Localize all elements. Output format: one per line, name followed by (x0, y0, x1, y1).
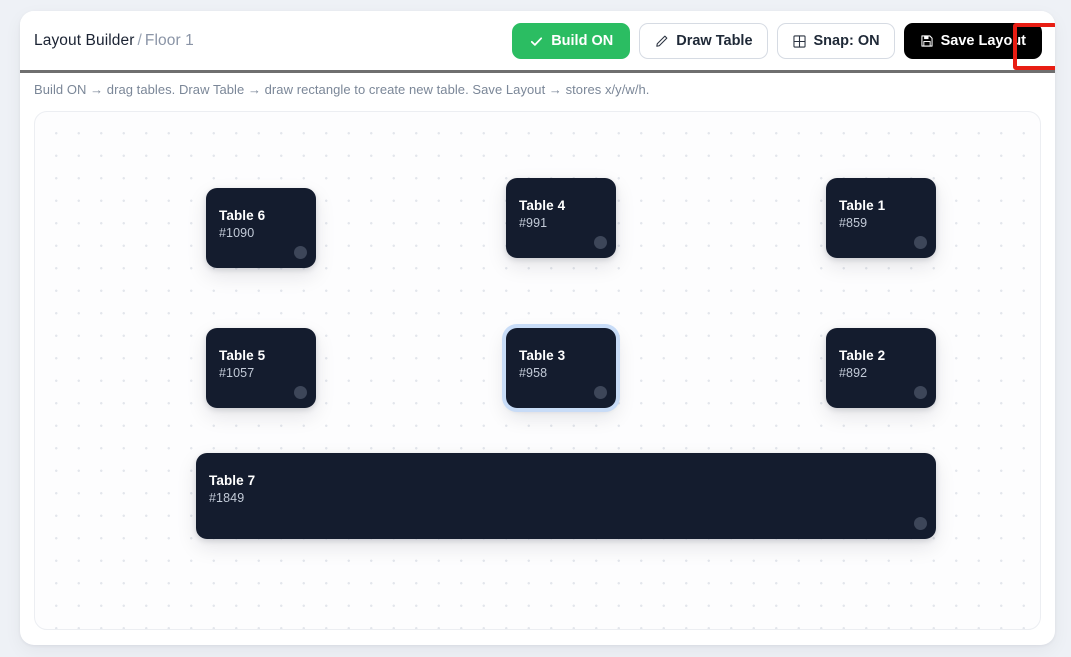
draw-table-label: Draw Table (676, 33, 753, 49)
table-card[interactable]: Table 4 #991 (506, 178, 616, 258)
table-card-name: Table 5 (219, 348, 266, 363)
toolbar: Build ON Draw Table (512, 23, 1055, 70)
build-toggle-label: Build ON (551, 33, 614, 49)
table-card[interactable]: Table 5 #1057 (206, 328, 316, 408)
table-card[interactable]: Table 2 #892 (826, 328, 936, 408)
resize-handle[interactable] (914, 236, 927, 249)
resize-handle[interactable] (914, 517, 927, 530)
check-icon (529, 34, 544, 49)
breadcrumb: Layout Builder/Floor 1 (34, 32, 194, 50)
main-panel: Layout Builder/Floor 1 Build ON (20, 11, 1055, 645)
pencil-icon (654, 34, 669, 49)
snap-toggle-button[interactable]: Snap: ON (776, 23, 895, 59)
table-card[interactable]: Table 7 #1849 (196, 453, 936, 539)
breadcrumb-current: Floor 1 (144, 32, 194, 49)
table-card-name: Table 6 (219, 208, 266, 223)
table-card[interactable]: Table 3 #958 (506, 328, 616, 408)
table-card-code: #991 (519, 216, 548, 230)
save-layout-button[interactable]: Save Layout (903, 23, 1042, 59)
table-card[interactable]: Table 6 #1090 (206, 188, 316, 268)
table-card-code: #1090 (219, 226, 255, 240)
table-card-name: Table 7 (209, 473, 256, 488)
table-card-name: Table 1 (839, 198, 886, 213)
draw-table-button[interactable]: Draw Table (639, 23, 768, 59)
grid-icon (792, 34, 807, 49)
hint-text: Build ON → drag tables. Draw Table → dra… (34, 82, 650, 97)
table-card-name: Table 3 (519, 348, 566, 363)
resize-handle[interactable] (294, 246, 307, 259)
table-card-name: Table 2 (839, 348, 886, 363)
table-card-name: Table 4 (519, 198, 566, 213)
save-layout-label: Save Layout (940, 33, 1026, 49)
table-card[interactable]: Table 1 #859 (826, 178, 936, 258)
table-card-code: #1057 (219, 366, 255, 380)
table-card-code: #859 (839, 216, 868, 230)
resize-handle[interactable] (294, 386, 307, 399)
breadcrumb-separator: / (137, 32, 142, 49)
table-card-code: #958 (519, 366, 548, 380)
breadcrumb-root[interactable]: Layout Builder (34, 32, 135, 49)
header-bar: Layout Builder/Floor 1 Build ON (20, 11, 1055, 73)
table-card-code: #892 (839, 366, 868, 380)
floppy-disk-icon (920, 34, 934, 48)
snap-toggle-label: Snap: ON (813, 33, 880, 49)
table-card-code: #1849 (209, 491, 245, 505)
resize-handle[interactable] (594, 386, 607, 399)
build-toggle-button[interactable]: Build ON (512, 23, 631, 59)
resize-handle[interactable] (594, 236, 607, 249)
resize-handle[interactable] (914, 386, 927, 399)
